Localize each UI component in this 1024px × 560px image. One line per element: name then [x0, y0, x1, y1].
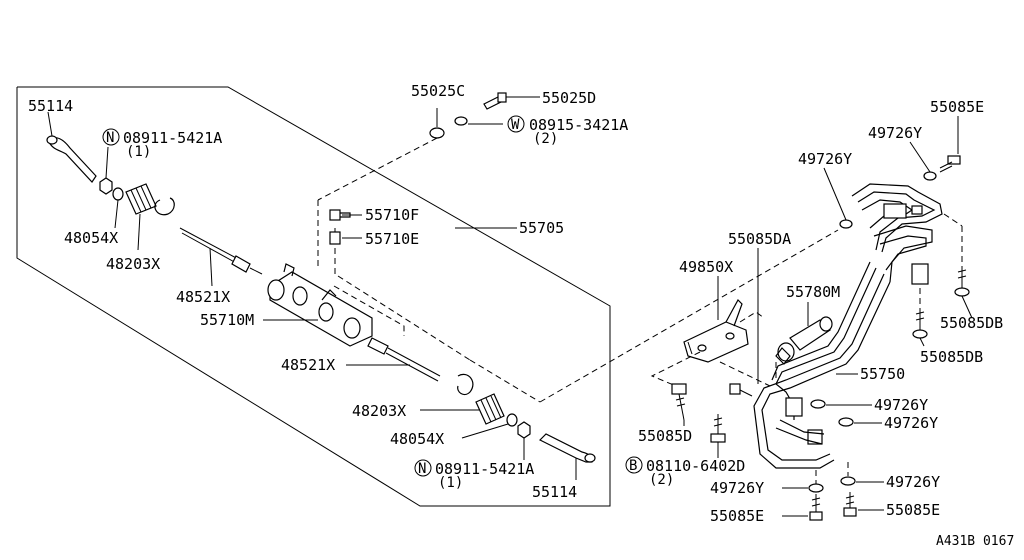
label-48521-upper: 48521X: [176, 288, 230, 306]
label-55085db-lower: 55085DB: [920, 348, 983, 366]
bolt-55025d: [483, 92, 507, 110]
clip-bracket-right: [911, 263, 929, 285]
label-08110-qty: (2): [649, 472, 674, 488]
bolt-mount-valve: [729, 383, 753, 397]
label-55750: 55750: [860, 365, 905, 383]
bolt-55085d: [671, 383, 687, 421]
symbol-b: B: [629, 458, 637, 474]
label-08110: 08110-6402D: [646, 457, 745, 475]
label-55705: 55705: [519, 219, 564, 237]
bolt-08110: [710, 414, 726, 443]
label-55025d: 55025D: [542, 89, 596, 107]
washer-49726y-sixth: [840, 476, 856, 486]
label-55114-right: 55114: [532, 483, 577, 501]
label-49726y-sixth: 49726Y: [886, 473, 940, 491]
label-08911-upper: 08911-5421A: [123, 129, 222, 147]
boot-48203-lower: [475, 393, 505, 425]
nut-08911-lower: [517, 421, 531, 439]
label-08911-lower: 08911-5421A: [435, 460, 534, 478]
label-55114-left: 55114: [28, 97, 73, 115]
washer-48054-upper: [112, 187, 124, 201]
label-55085e-bottom-left: 55085E: [710, 507, 764, 525]
nut-08911-upper: [99, 177, 113, 195]
label-55085da: 55085DA: [728, 230, 791, 248]
label-48203-lower: 48203X: [352, 402, 406, 420]
clip-lower: [457, 373, 474, 396]
tie-rod-end-55114-left: [46, 135, 97, 183]
bolt-55085e-bottom-right: [843, 492, 857, 517]
washer-08915: [454, 116, 468, 126]
bolt-55085db-lower: [912, 308, 928, 339]
bolt-55085e-bottom-left: [809, 494, 823, 521]
symbol-w: W: [511, 117, 520, 133]
label-55085e-top: 55085E: [930, 98, 984, 116]
bolt-55085db-right: [954, 266, 970, 297]
label-55710f: 55710F: [365, 206, 419, 224]
washer-49726y-second: [839, 219, 853, 229]
washer-55025c: [429, 127, 445, 139]
label-55085db-right: 55085DB: [940, 314, 1003, 332]
clip-upper: [154, 197, 175, 216]
label-49850x: 49850X: [679, 258, 733, 276]
label-48203-upper: 48203X: [106, 255, 160, 273]
inner-rod-48521-lower: [367, 337, 441, 382]
valve-55780m: [775, 316, 833, 365]
washer-49726y-fifth: [808, 483, 824, 493]
label-55085d: 55085D: [638, 427, 692, 445]
label-55780m: 55780M: [786, 283, 840, 301]
label-55025c: 55025C: [411, 82, 465, 100]
symbol-w-circle: [507, 115, 525, 133]
symbol-n-upper: N: [106, 130, 114, 146]
label-55710e: 55710E: [365, 230, 419, 248]
pipe-upper-bundle: [851, 183, 943, 283]
symbol-n-lower: N: [418, 461, 426, 477]
symbol-n-circle-lower: [414, 459, 432, 477]
sheet-reference: A431B 0167: [936, 534, 1014, 549]
label-08915: 08915-3421A: [529, 116, 628, 134]
label-48054-lower: 48054X: [390, 430, 444, 448]
assembly-frame: [16, 86, 611, 507]
bracket-49850x: [683, 299, 749, 363]
washer-49726y-top: [923, 171, 937, 181]
label-48054-upper: 48054X: [64, 229, 118, 247]
tie-rod-end-55114-right: [538, 433, 596, 463]
label-49726y-second: 49726Y: [798, 150, 852, 168]
label-55710m: 55710M: [200, 311, 254, 329]
label-08911-upper-qty: (1): [126, 144, 151, 160]
label-08911-lower-qty: (1): [438, 475, 463, 491]
boot-48203-upper: [125, 183, 157, 215]
inner-rod-48521-upper: [179, 227, 263, 275]
label-48521-lower: 48521X: [281, 356, 335, 374]
symbol-n-circle-upper: [102, 128, 120, 146]
label-49726y-fourth: 49726Y: [884, 414, 938, 432]
symbol-b-circle: [625, 456, 643, 474]
bolt-55085e-top: [939, 155, 961, 173]
label-49726y-top: 49726Y: [868, 124, 922, 142]
label-49726y-third: 49726Y: [874, 396, 928, 414]
label-08915-qty: (2): [533, 131, 558, 147]
label-55085e-bottom-right: 55085E: [886, 501, 940, 519]
washer-49726y-third: [810, 399, 826, 409]
label-49726y-fifth: 49726Y: [710, 479, 764, 497]
hydraulic-lines-55750: [753, 261, 891, 469]
fitting-55710e: [329, 228, 341, 245]
gear-housing-55710m: [267, 263, 373, 347]
washer-48054-lower: [506, 413, 518, 427]
washer-49726y-fourth: [838, 417, 854, 427]
